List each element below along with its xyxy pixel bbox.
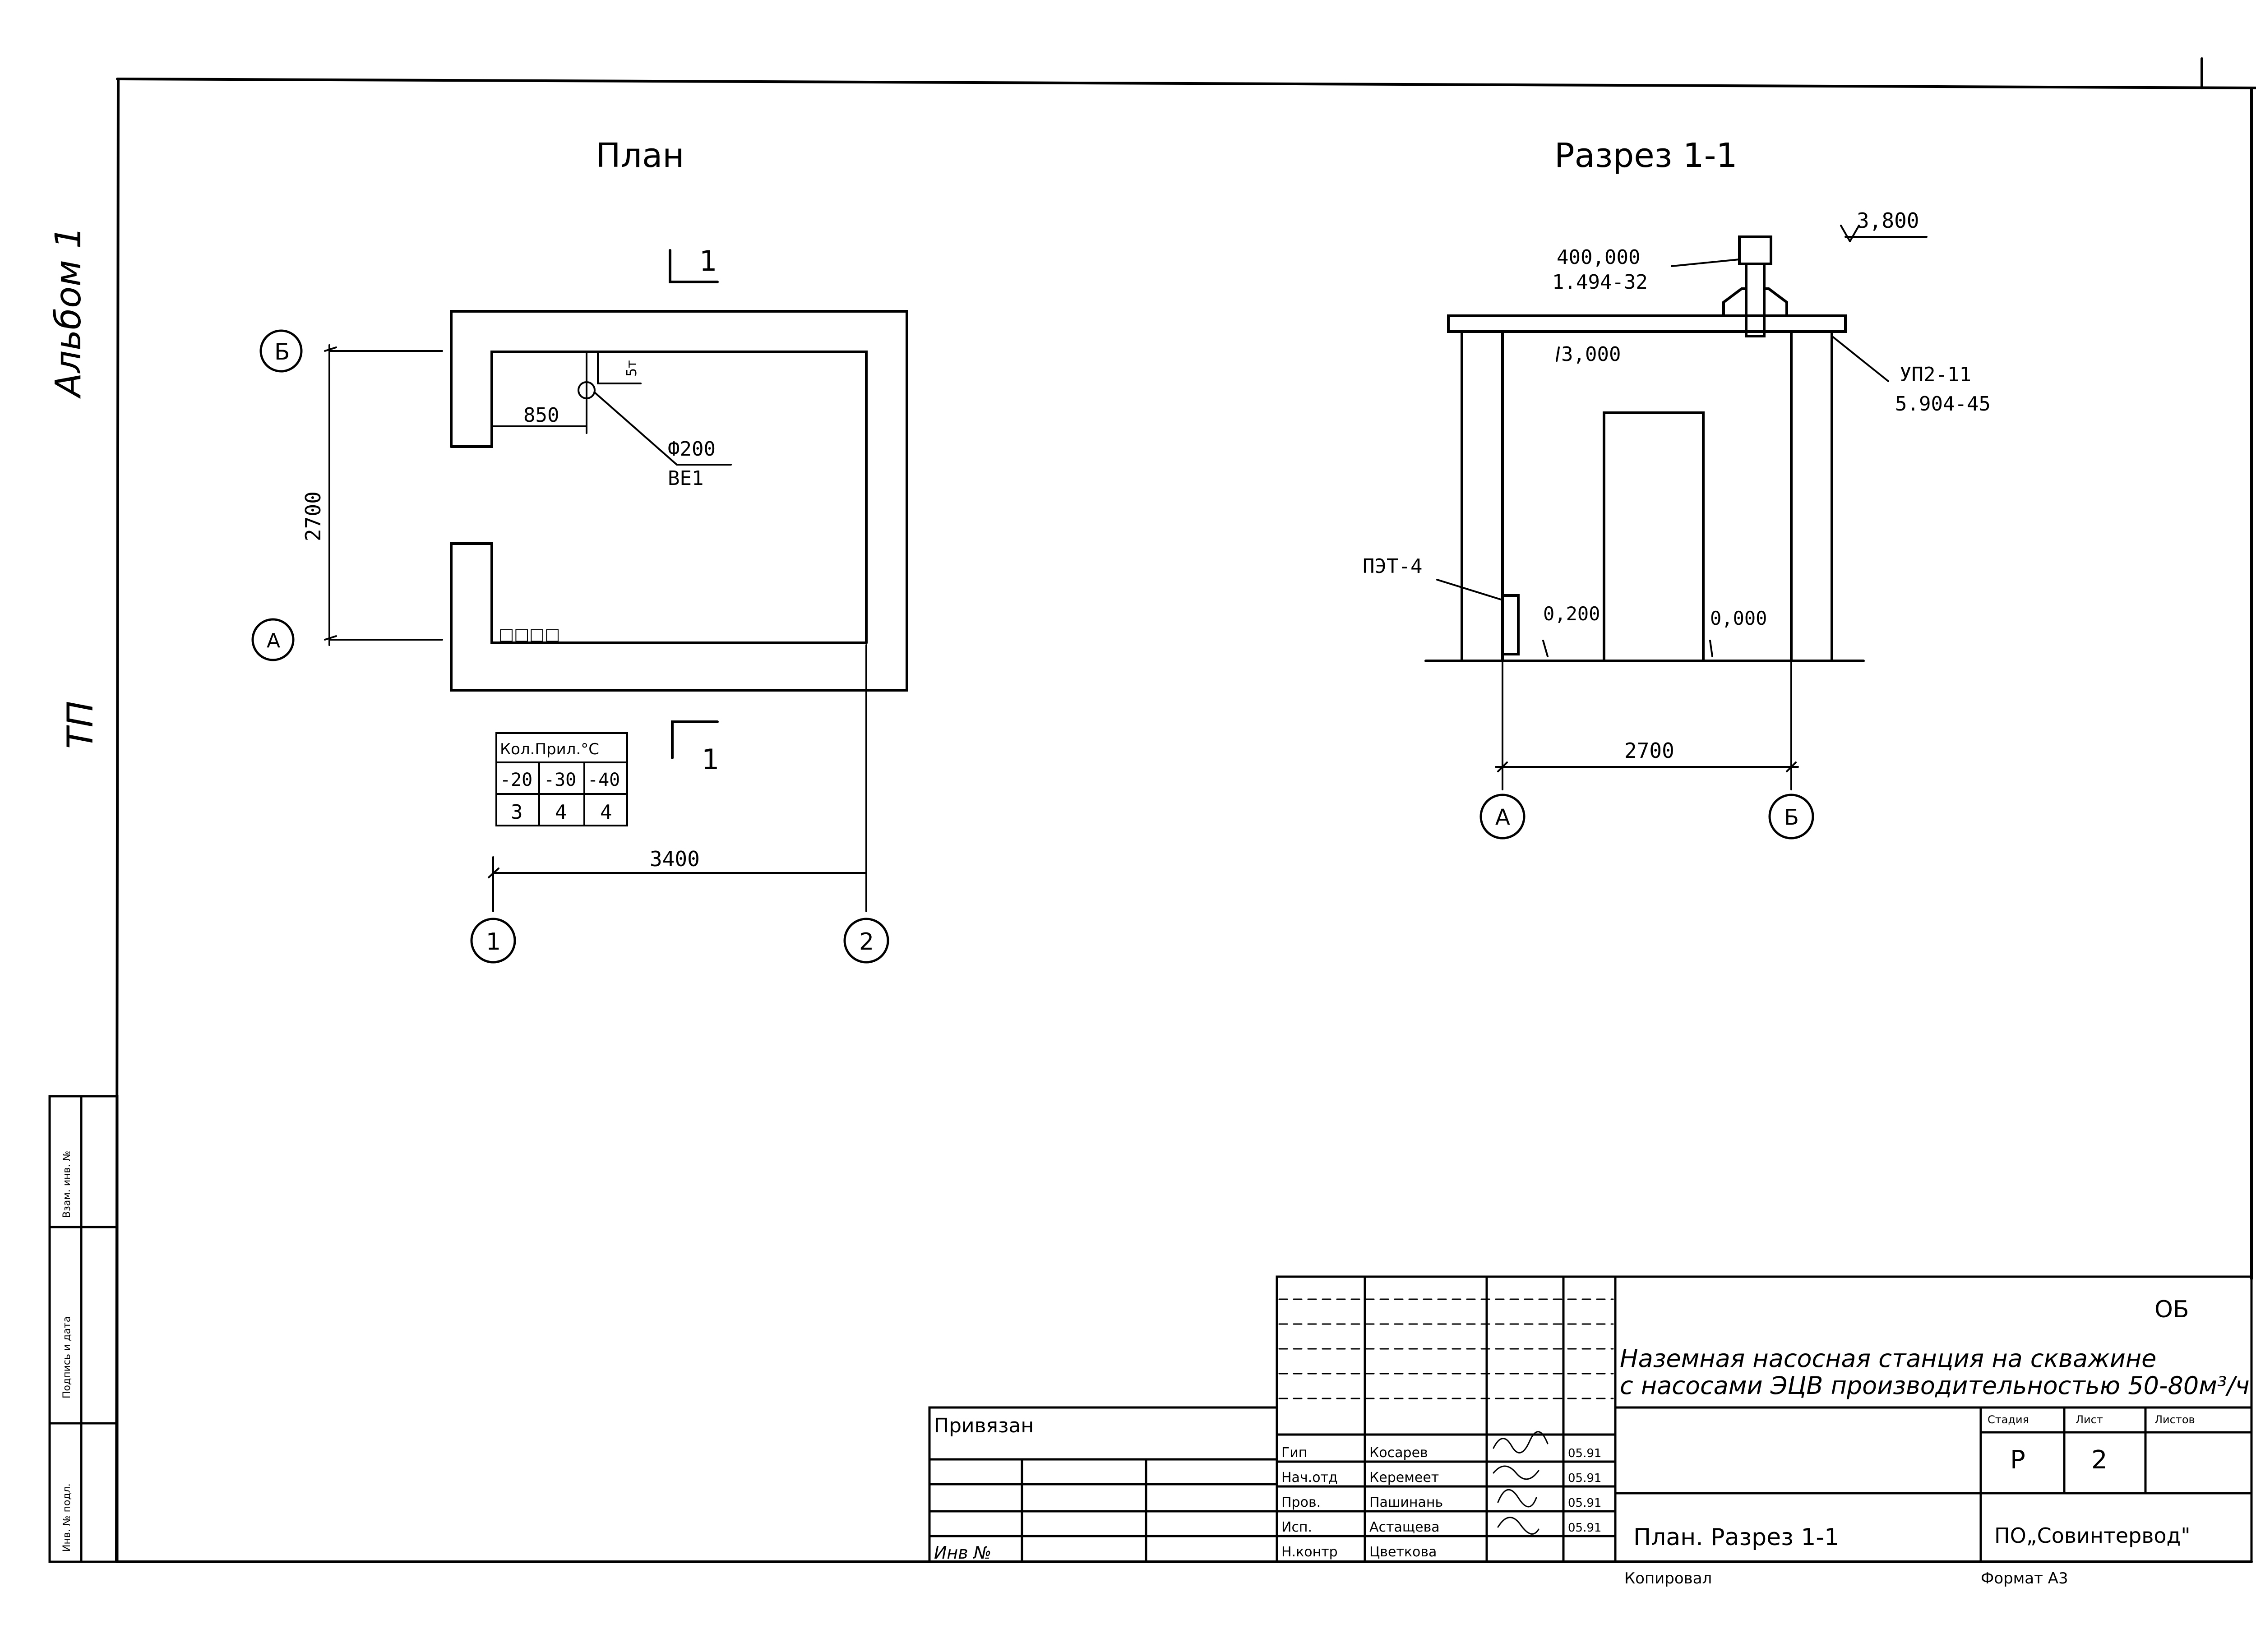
plan-pipe-callout: [491, 351, 732, 466]
stamp-sheet-label: Лист: [2076, 1413, 2103, 1426]
section-axis-b-bubble: [1768, 794, 1814, 840]
stamp-privyazan: Привязан: [934, 1414, 1034, 1437]
stamp-date-1: 05.91: [1568, 1447, 1601, 1460]
stamp-kopiroval: Копировал: [1624, 1569, 1712, 1587]
stamp-sheet-code: ОБ: [2154, 1296, 2189, 1323]
stamp-role-2: Нач.отд: [1281, 1470, 1338, 1486]
stamp-title-line1: Наземная насосная станция на скважине: [1620, 1344, 2156, 1373]
stamp-inv-no: Инв №: [934, 1543, 991, 1563]
plan-section-mark-top: [669, 249, 719, 283]
section-axis-a-label: А: [1495, 805, 1510, 830]
stamp-signatures: [1493, 1431, 1549, 1535]
strip-vzam-label: Взам. инв. №: [61, 1151, 73, 1218]
section-level-heater: 0,200: [1543, 603, 1600, 625]
plan-walls: [450, 310, 908, 692]
plan-section-mark-bottom: [671, 720, 719, 759]
plan-section-mark-bottom-label: 1: [702, 743, 719, 776]
stamp-date-4: 05.91: [1568, 1521, 1601, 1535]
plan-title: План: [596, 136, 684, 175]
plan-dim-850: 850: [523, 404, 559, 427]
stamp-drawing-name: План. Разрез 1-1: [1633, 1524, 1839, 1551]
plan-axis-1-label: 1: [486, 928, 501, 955]
plan-axis-1-bubble: [470, 918, 516, 964]
table-temp-1: -20: [500, 770, 532, 790]
plan-axis-2-bubble: [843, 918, 889, 964]
strip-signature-label: Подпись и дата: [61, 1316, 73, 1398]
section-level-top: 3,800: [1857, 208, 1919, 233]
section-leaders: [1436, 225, 1928, 657]
table-temp-2: -30: [544, 770, 576, 790]
stamp-name-5: Цветкова: [1369, 1544, 1437, 1560]
section-dim-2700: 2700: [1624, 738, 1674, 763]
stamp-role-3: Пров.: [1281, 1495, 1321, 1510]
section-level-zero: 0,000: [1710, 607, 1767, 629]
title-block-dashes: [1278, 1298, 1614, 1399]
plan-radiators: □□□□: [499, 625, 560, 644]
stamp-date-2: 05.91: [1568, 1472, 1601, 1485]
section-axis-b-label: Б: [1784, 805, 1799, 830]
plan-axis-lines: [324, 344, 867, 912]
plan-pipe-diameter: Ф200: [668, 438, 716, 461]
section-title: Разрез 1-1: [1554, 136, 1738, 175]
plan-section-mark-top-label: 1: [699, 245, 717, 277]
stamp-sheets-label: Листов: [2154, 1413, 2195, 1426]
sheet-frame: [115, 57, 2256, 1563]
stamp-stage: Р: [2010, 1445, 2025, 1475]
side-strip: [48, 1095, 119, 1563]
stamp-role-1: Гип: [1281, 1445, 1307, 1461]
margin-album-note: Альбом 1: [48, 226, 89, 399]
plan-dim-3400: 3400: [650, 847, 700, 871]
stamp-name-3: Пашинань: [1369, 1495, 1443, 1510]
section-axis-a-bubble: [1479, 794, 1526, 840]
plan-dim-2700: 2700: [301, 491, 325, 541]
stamp-format: Формат А3: [1981, 1569, 2068, 1587]
section-ref-1b: 1.494-32: [1552, 271, 1648, 294]
section-slab-2: 5.904-45: [1895, 392, 1991, 415]
table-header: Кол.Прил.°С: [500, 740, 599, 758]
section-slab-1: УП2-11: [1900, 363, 1971, 386]
table-count-1: 3: [511, 801, 523, 824]
title-block-grid: [928, 1275, 2253, 1563]
plan-axis-a-bubble: [251, 618, 295, 661]
section-level-ceiling: 3,000: [1561, 343, 1621, 366]
stamp-date-3: 05.91: [1568, 1496, 1601, 1510]
table-temp-3: -40: [587, 770, 620, 790]
plan-heater-table: [495, 732, 628, 826]
plan-pipe-mark: 5т: [624, 360, 640, 377]
stamp-title-line2: с насосами ЭЦВ производительностью 50-80…: [1620, 1371, 2250, 1400]
section-axis-lines: [1495, 660, 1799, 790]
stamp-name-2: Керемеет: [1369, 1470, 1439, 1486]
stamp-organization: ПО„Совинтервод": [1994, 1523, 2190, 1548]
table-count-2: 4: [555, 801, 567, 824]
stamp-name-4: Астащева: [1369, 1519, 1440, 1535]
stamp-stage-label: Стадия: [1988, 1413, 2029, 1426]
section-heater-label: ПЭТ-4: [1363, 555, 1422, 578]
stamp-role-5: Н.контр: [1281, 1544, 1338, 1560]
plan-axis-2-label: 2: [859, 928, 874, 955]
section-ref-1: 400,000: [1557, 246, 1640, 269]
plan-pipe-code: ВЕ1: [668, 467, 703, 490]
plan-axis-b-label: Б: [274, 339, 290, 365]
stamp-sheet: 2: [2091, 1445, 2108, 1475]
stamp-role-4: Исп.: [1281, 1519, 1312, 1535]
plan-axis-a-label: А: [267, 629, 280, 652]
table-count-3: 4: [600, 801, 612, 824]
strip-inv-label: Инв. № подл.: [61, 1483, 73, 1552]
section-building: [1424, 235, 1865, 662]
plan-axis-b-bubble: [259, 329, 303, 373]
margin-tp-note: ТП: [60, 701, 101, 749]
stamp-name-1: Косарев: [1369, 1445, 1428, 1461]
